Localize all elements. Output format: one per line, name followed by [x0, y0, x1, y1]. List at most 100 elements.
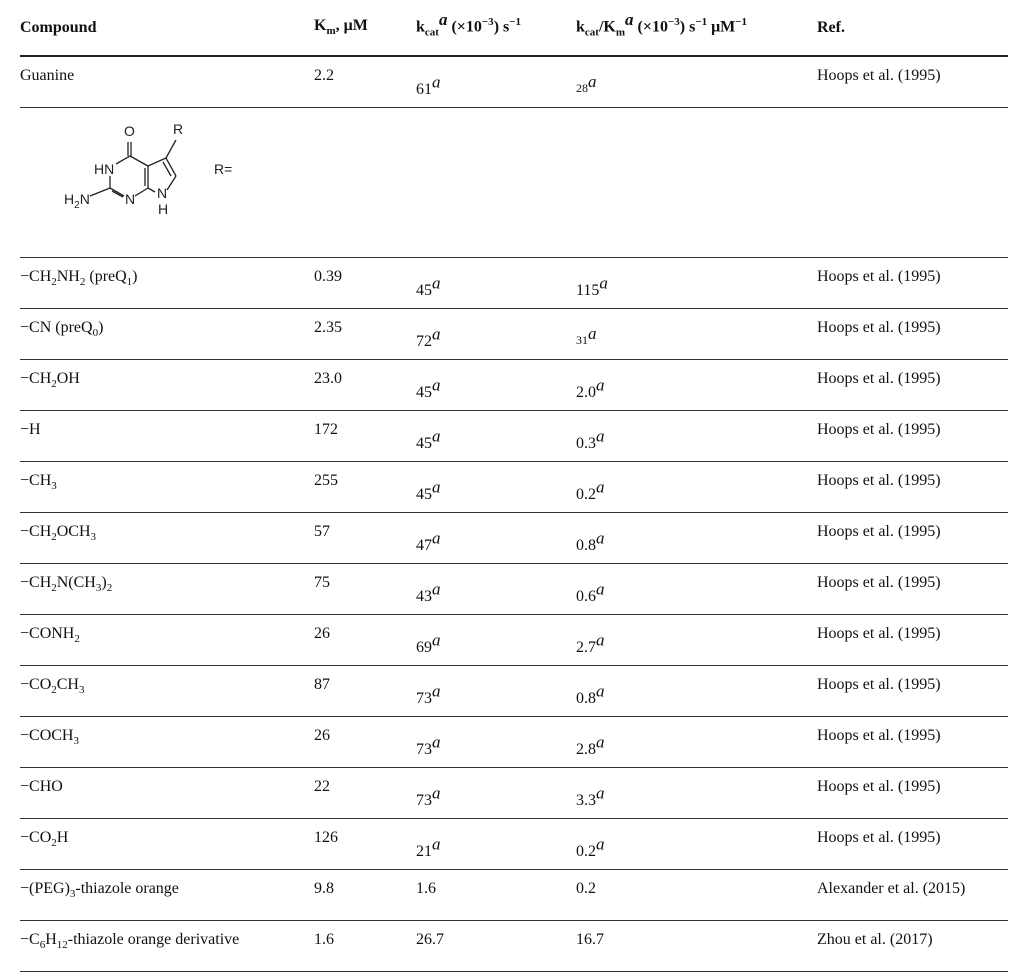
ref-cell: Hoops et al. (1995) — [817, 818, 1008, 870]
compound-part: 2 — [74, 632, 80, 645]
ref-cell: Hoops et al. (1995) — [817, 308, 1008, 360]
kcat-number: 45 — [416, 434, 432, 452]
ref-cell: Hoops et al. (1995) — [817, 716, 1008, 768]
header-kcat: kcata (×10−3) s−1 — [416, 0, 576, 57]
compound-part: ) — [101, 573, 107, 591]
atom-n7-h: H — [158, 201, 168, 214]
kcat-value: 61a — [416, 74, 441, 99]
km-cell: 23.0 — [314, 359, 416, 411]
bond-n1-c7a — [134, 186, 149, 197]
atom-h2n-n: N — [80, 191, 90, 207]
kcat-cell: 45a — [416, 257, 576, 309]
ratio-value: 0.8a — [576, 529, 605, 555]
compound-part: CH — [56, 675, 79, 693]
header-ref: Ref. — [817, 0, 1008, 57]
header-km-unit: , μM — [335, 17, 368, 35]
footnote-a: a — [596, 426, 605, 446]
km-cell: 22 — [314, 767, 416, 819]
header-ratio-footnote: a — [625, 10, 634, 30]
ref-number: Hoops et al. (1995) — [817, 471, 941, 489]
km-cell: 26 — [314, 614, 416, 666]
km-cell: 9.8 — [314, 869, 416, 921]
ref-number: Hoops et al. (1995) — [817, 777, 941, 795]
kcat-value: 47a — [416, 529, 441, 555]
header-ratio-s-exp: −1 — [695, 16, 708, 29]
ratio-number: 0.2 — [576, 879, 596, 897]
ratio-number: 3.3 — [576, 791, 596, 809]
footnote-a: a — [596, 579, 605, 599]
header-row: Compound Km, μM kcata (×10−3) s−1 kcat/K… — [20, 0, 1008, 57]
compound-part: −CH — [20, 471, 52, 489]
km-number: 26 — [314, 726, 330, 744]
footnote-a: a — [432, 273, 441, 293]
kcat-cell: 72a — [416, 308, 576, 360]
km-number: 75 — [314, 573, 330, 591]
km-number: 23.0 — [314, 369, 342, 387]
kcat-number: 73 — [416, 740, 432, 758]
compound-part: −CN (preQ — [20, 318, 93, 336]
footnote-a: a — [432, 426, 441, 446]
compound-cell: −C6H12-thiazole orange derivative — [20, 920, 314, 972]
header-ratio-unit2: ) s — [679, 18, 696, 36]
ratio-cell: 16.7 — [576, 920, 817, 972]
ref-number: Hoops et al. (1995) — [817, 369, 941, 387]
footnote-a: a — [432, 732, 441, 752]
ratio-number: 2.7 — [576, 638, 596, 656]
compound-part: −C — [20, 930, 40, 948]
footnote-a: a — [596, 681, 605, 701]
kcat-cell: 73a — [416, 767, 576, 819]
ref-cell: Alexander et al. (2015) — [817, 869, 1008, 921]
kcat-value: 45a — [416, 376, 441, 402]
header-km-sub: m — [326, 25, 336, 38]
ref-number: Hoops et al. (1995) — [817, 67, 941, 84]
compound-part: −CH — [20, 573, 52, 591]
compound-cell: −CH2N(CH3)2 — [20, 563, 314, 615]
ratio-cell: 0.8a — [576, 665, 817, 717]
km-number: 57 — [314, 522, 330, 540]
compound-part: −CONH — [20, 624, 75, 642]
header-compound: Compound — [20, 0, 314, 57]
kcat-cell: 69a — [416, 614, 576, 666]
compound-part: −CH — [20, 522, 52, 540]
ratio-number: 0.3 — [576, 434, 596, 452]
ratio-number: 0.2 — [576, 842, 596, 860]
km-number: 1.6 — [314, 930, 334, 948]
ratio-cell: 28a — [576, 56, 817, 108]
kcat-number: 45 — [416, 281, 432, 299]
compound-part: 3 — [95, 581, 102, 594]
compound-part: 2 — [51, 581, 57, 594]
compound-cell: −CH3 — [20, 461, 314, 513]
ref-cell: Hoops et al. (1995) — [817, 359, 1008, 411]
kcat-cell: 26.7 — [416, 920, 576, 972]
kcat-value: 73a — [416, 682, 441, 708]
kcat-number: 21 — [416, 842, 432, 860]
footnote-a: a — [596, 375, 605, 395]
footnote-a: a — [596, 477, 605, 497]
compound-part: −COCH — [20, 726, 74, 744]
compound-cell: Guanine — [20, 56, 314, 108]
ref-cell: Hoops et al. (1995) — [817, 410, 1008, 462]
compound-part: H — [45, 930, 57, 948]
footnote-a: a — [432, 681, 441, 701]
ratio-value: 0.6a — [576, 580, 605, 606]
km-number: 172 — [314, 420, 338, 438]
footnote-a: a — [596, 783, 605, 803]
ratio-number: 0.8 — [576, 689, 596, 707]
ref-number: Hoops et al. (1995) — [817, 828, 941, 846]
ratio-number: 0.2 — [576, 485, 596, 503]
kcat-cell: 73a — [416, 665, 576, 717]
header-kcat-k: k — [416, 18, 425, 36]
ratio-cell: 2.7a — [576, 614, 817, 666]
footnote-a: a — [432, 579, 441, 599]
kcat-cell: 61a — [416, 56, 576, 108]
ratio-value: 2.0a — [576, 376, 605, 402]
compound-part: −CO — [20, 828, 52, 846]
ratio-cell: 0.2a — [576, 818, 817, 870]
atom-hn: HN — [94, 161, 114, 177]
